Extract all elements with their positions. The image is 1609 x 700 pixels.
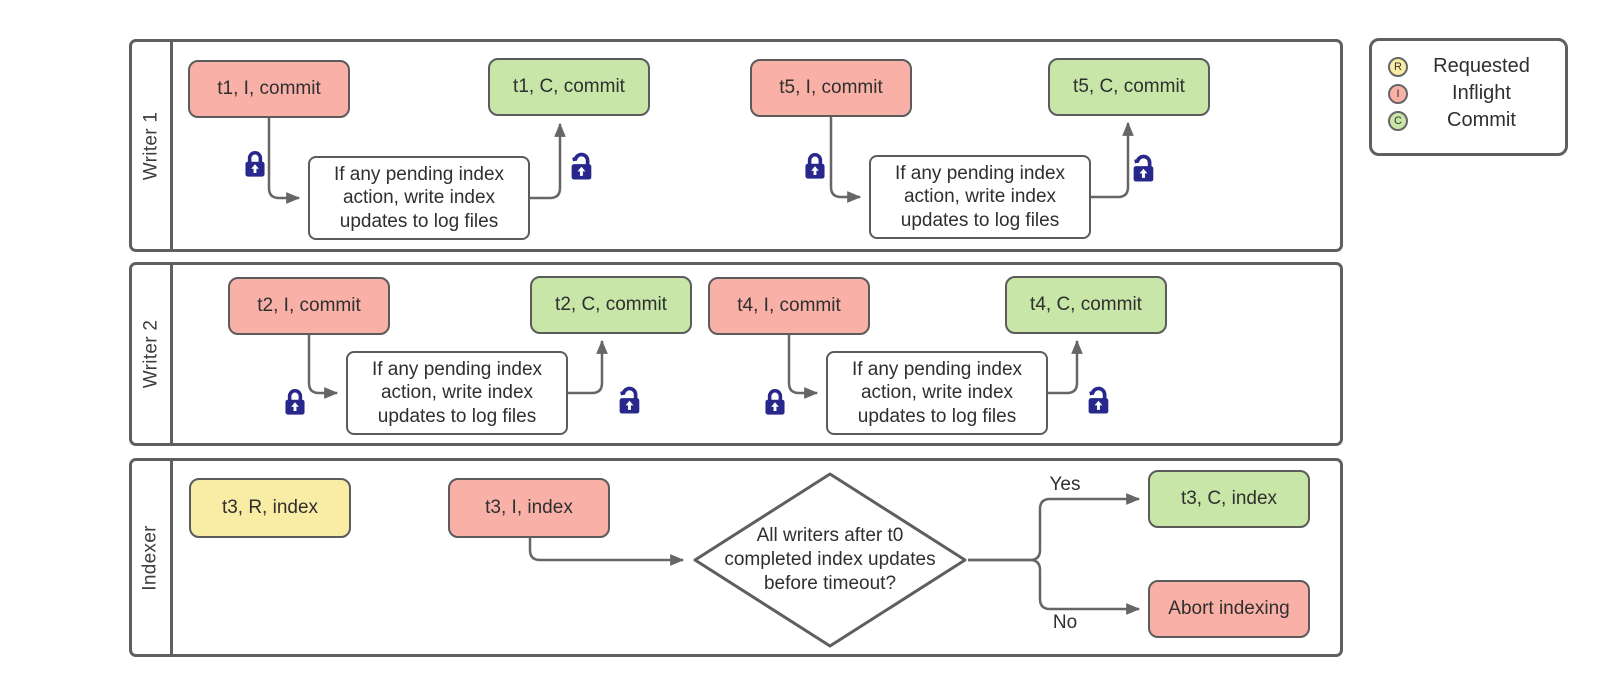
note-write-index-updates-1: If any pending index action, write index… [308,156,530,240]
decision-text: All writers after t0 completed index upd… [692,472,968,648]
lane-writer-2-label-cell: Writer 2 [132,265,173,443]
legend-label-requested: Requested [1433,55,1530,77]
lane-writer-1: Writer 1 [129,39,1343,252]
arrow-note-to-t2-commit [568,339,608,395]
node-t5-inflight: t5, I, commit [750,59,912,117]
requested-state-icon: R [1388,56,1408,77]
lane-indexer-label-cell: Indexer [132,461,173,654]
note-write-index-updates-3: If any pending index action, write index… [346,351,568,435]
arrow-note-to-t4-commit [1048,339,1083,395]
decision-text-line2: completed index updates [724,549,936,571]
node-t2-inflight: t2, I, commit [228,277,390,335]
legend: R Requested I Inflight C Commit [1369,38,1568,156]
arrow-t4-inflight-to-note [787,335,819,399]
inflight-state-icon: I [1388,83,1408,104]
node-t1-inflight: t1, I, commit [188,60,350,118]
node-t5-commit: t5, C, commit [1048,58,1210,116]
arrow-t5-inflight-to-note [829,117,862,203]
arrow-note-to-t5-commit [1091,121,1134,199]
arrow-t3-inflight-to-decision [528,538,685,566]
lane-writer-2: Writer 2 [129,262,1343,446]
node-t3-requested: t3, R, index [189,478,351,538]
branch-label-yes: Yes [1049,474,1081,495]
lane-writer-1-label-cell: Writer 1 [132,42,173,249]
lane-indexer: Indexer [129,458,1343,657]
note-write-index-updates-2: If any pending index action, write index… [869,155,1091,239]
node-abort-indexing: Abort indexing [1148,580,1310,638]
node-t3-inflight: t3, I, index [448,478,610,538]
arrow-t1-inflight-to-note [267,118,301,204]
node-t4-commit: t4, C, commit [1005,276,1167,334]
decision-text-line1: All writers after t0 [756,525,904,547]
node-t4-inflight: t4, I, commit [708,277,870,335]
decision-diamond-shape [693,472,967,648]
arrow-decision-no-to-abort [968,558,1141,615]
legend-row-requested: R Requested [1388,53,1555,80]
legend-row-commit: C Commit [1388,107,1555,134]
lock-closed-icon [245,151,265,177]
node-t3-commit: t3, C, index [1148,470,1310,528]
arrow-decision-yes-to-t3-commit [968,493,1141,562]
note-write-index-updates-4: If any pending index action, write index… [826,351,1048,435]
arrow-note-to-t1-commit [530,122,566,200]
node-t1-commit: t1, C, commit [488,58,650,116]
decision-text-line3: before timeout? [763,572,897,594]
lock-open-icon [619,386,640,414]
lock-open-icon [571,152,592,180]
legend-row-inflight: I Inflight [1388,80,1555,107]
legend-label-commit: Commit [1447,109,1516,131]
lock-open-icon [1133,154,1154,182]
legend-label-inflight: Inflight [1452,82,1511,104]
lock-closed-icon [285,389,305,415]
node-t2-commit: t2, C, commit [530,276,692,334]
lock-closed-icon [805,153,825,179]
branch-label-no: No [1052,612,1078,633]
commit-state-icon: C [1388,110,1408,131]
lock-open-icon [1088,386,1109,414]
arrow-t2-inflight-to-note [307,335,339,399]
lock-closed-icon [765,389,785,415]
decision-diamond: All writers after t0 completed index upd… [692,472,968,648]
